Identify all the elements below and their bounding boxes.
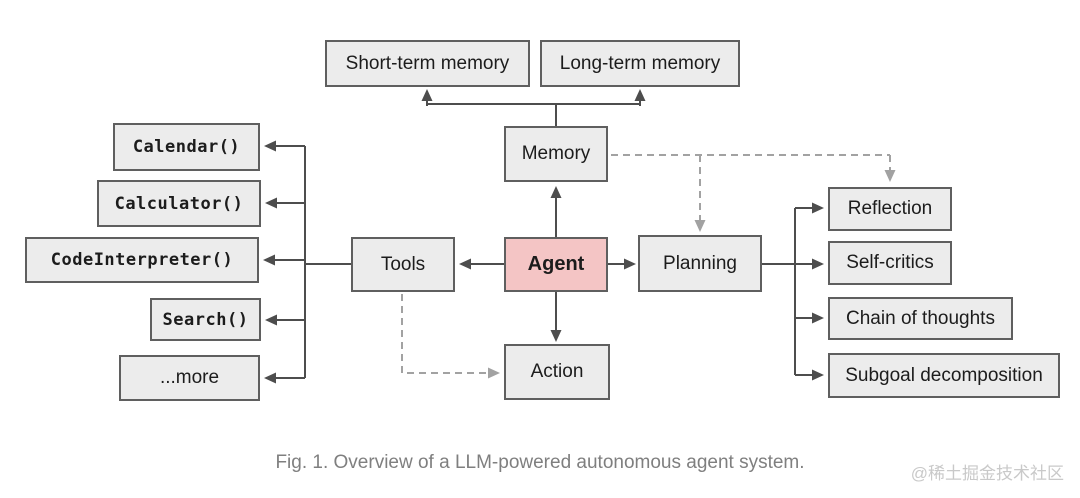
node-tools: Tools: [351, 237, 455, 292]
node-self-critics: Self-critics: [828, 241, 952, 285]
watermark-text: @稀土掘金技术社区: [910, 464, 1064, 483]
node-more: ...more: [119, 355, 260, 401]
node-planning: Planning: [638, 235, 762, 292]
edge-tools-to-action-dashed: [401, 294, 500, 379]
node-label: CodeInterpreter(): [50, 250, 234, 270]
node-label: Calculator(): [114, 193, 244, 214]
node-label: Reflection: [847, 198, 933, 219]
node-action: Action: [504, 344, 610, 400]
node-memory: Memory: [504, 126, 608, 182]
node-label: Short-term memory: [345, 52, 510, 74]
node-agent: Agent: [504, 237, 608, 292]
node-label: ...more: [159, 367, 220, 388]
node-label: Agent: [527, 253, 585, 275]
node-label: Tools: [380, 253, 426, 275]
figure-caption: Fig. 1. Overview of a LLM-powered autono…: [275, 452, 805, 473]
node-calculator: Calculator(): [97, 180, 261, 227]
node-label: Chain of thoughts: [846, 307, 995, 329]
node-short-term-memory: Short-term memory: [325, 40, 530, 87]
node-label: Calendar(): [132, 137, 241, 157]
node-label: Search(): [162, 309, 249, 330]
node-calendar: Calendar(): [113, 123, 260, 171]
node-label: Planning: [663, 252, 737, 274]
node-subgoal-decomposition: Subgoal decomposition: [828, 353, 1060, 398]
node-label: Memory: [521, 143, 591, 164]
node-reflection: Reflection: [828, 187, 952, 231]
node-label: Subgoal decomposition: [845, 364, 1043, 386]
node-label: Long-term memory: [559, 52, 721, 74]
node-long-term-memory: Long-term memory: [540, 40, 740, 87]
node-label: Action: [530, 361, 584, 382]
node-code-interpreter: CodeInterpreter(): [25, 237, 259, 283]
edge-tools-to-tool-list: [263, 140, 351, 384]
edge-memory-dashed: [611, 154, 896, 232]
edge-planning-to-techniques: [762, 202, 824, 381]
edge-memory-to-memories: [421, 89, 646, 127]
node-chain-of-thoughts: Chain of thoughts: [828, 297, 1013, 340]
node-label: Self-critics: [846, 252, 934, 273]
node-search: Search(): [150, 298, 261, 341]
